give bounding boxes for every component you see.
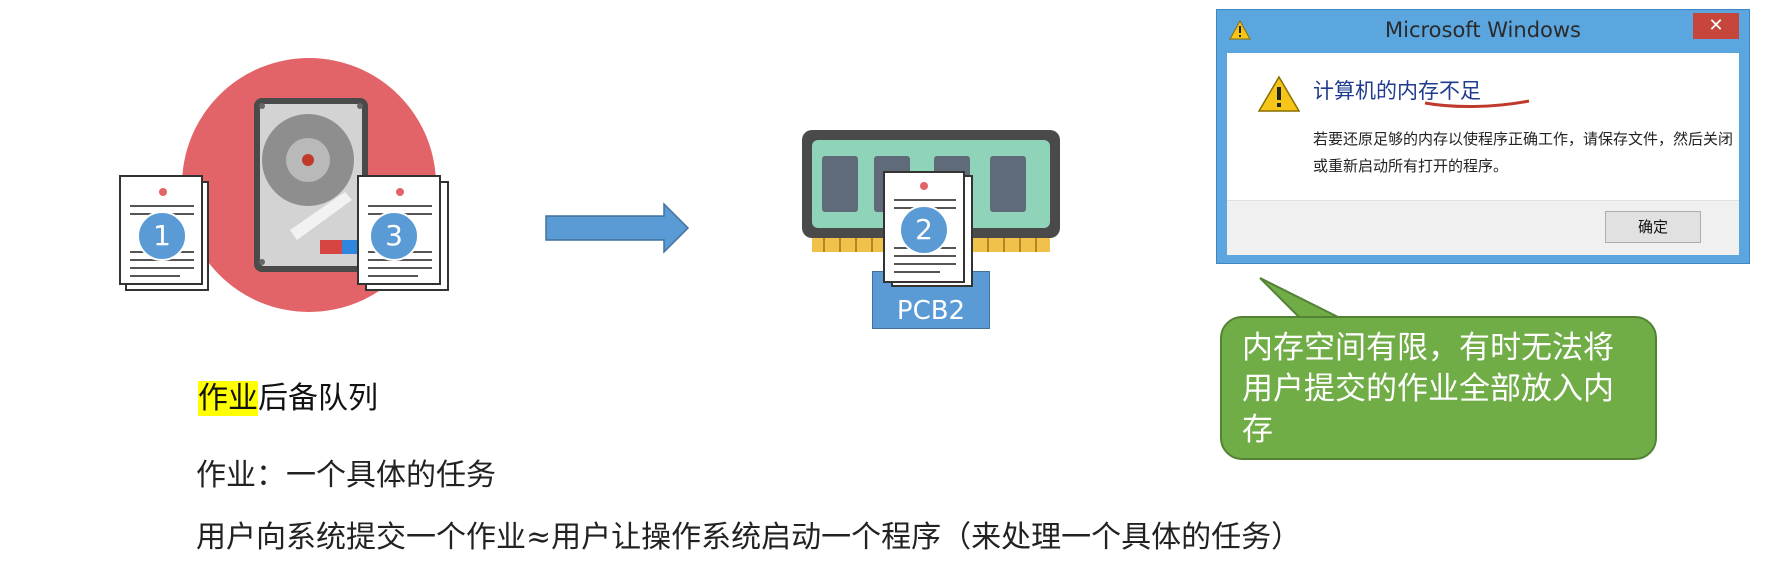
ok-button[interactable]: 确定 bbox=[1605, 211, 1701, 243]
memory-warning-dialog: Microsoft Windows ✕ 计算机的内存不足 若要还原足够的内存以使… bbox=[1216, 9, 1750, 264]
hard-disk-icon bbox=[254, 98, 368, 272]
dialog-message: 若要还原足够的内存以使程序正确工作，请保存文件，然后关闭或重新启动所有打开的程序… bbox=[1313, 130, 1734, 175]
job-queue-title: 作业后备队列 bbox=[198, 373, 378, 417]
warning-icon bbox=[1257, 75, 1301, 112]
job-queue-rest: 后备队列 bbox=[258, 381, 378, 416]
job-number-1: 1 bbox=[153, 219, 171, 252]
job-document-1 bbox=[119, 175, 209, 291]
job-document-3 bbox=[357, 175, 449, 291]
dialog-body: 计算机的内存不足 若要还原足够的内存以使程序正确工作，请保存文件，然后关闭或重新… bbox=[1227, 53, 1739, 200]
right-arrow-icon bbox=[545, 202, 690, 254]
dialog-footer: 确定 bbox=[1227, 200, 1739, 255]
memory-limit-callout: 内存空间有限，有时无法将用户提交的作业全部放入内存 bbox=[1220, 316, 1657, 460]
job-number-2: 2 bbox=[915, 213, 933, 246]
job-submission-statement: 用户向系统提交一个作业≈用户让操作系统启动一个程序（来处理一个具体的任务） bbox=[196, 520, 1302, 555]
job-document-2 bbox=[883, 171, 973, 287]
job-highlight: 作业 bbox=[198, 381, 258, 416]
red-underline-mark bbox=[1424, 99, 1530, 109]
job-number-3: 3 bbox=[385, 219, 403, 252]
dialog-title: Microsoft Windows bbox=[1385, 18, 1581, 42]
pcb-label: PCB2 bbox=[896, 296, 966, 326]
job-definition: 作业：一个具体的任务 bbox=[196, 458, 496, 493]
warning-icon bbox=[1229, 20, 1251, 40]
callout-text: 内存空间有限，有时无法将用户提交的作业全部放入内存 bbox=[1242, 330, 1614, 448]
dialog-heading: 计算机的内存不足 bbox=[1313, 79, 1481, 103]
close-button[interactable]: ✕ bbox=[1693, 13, 1739, 39]
